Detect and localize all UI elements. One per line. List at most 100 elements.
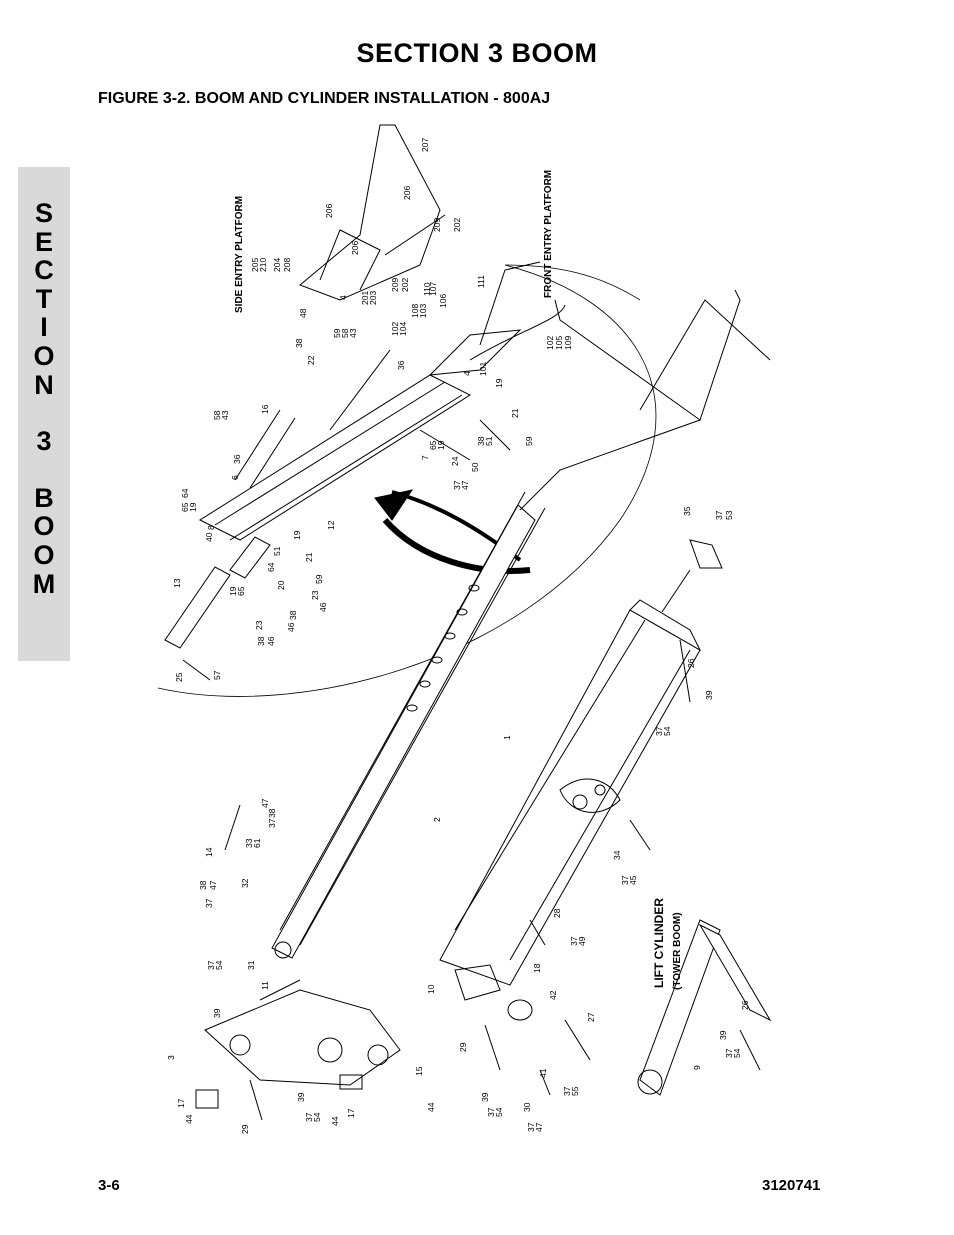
- part-number-label: 49: [577, 936, 587, 946]
- part-number-label: 37: [267, 818, 277, 828]
- section-tab-letter: O: [33, 340, 55, 371]
- part-number-label: 19: [188, 502, 198, 512]
- part-number-label: 64: [266, 562, 276, 572]
- part-number-label: 208: [282, 258, 292, 272]
- part-number-label: 10: [426, 984, 436, 994]
- part-number-label: 27: [586, 1012, 596, 1022]
- part-number-label: 42: [548, 990, 558, 1000]
- part-number-label: 37: [526, 1122, 536, 1132]
- part-number-label: 206: [350, 241, 360, 255]
- section-tab-letter: M: [32, 568, 56, 599]
- part-number-label: 106: [438, 294, 448, 308]
- part-number-label: 29: [240, 1124, 250, 1134]
- part-number-label: 44: [426, 1102, 436, 1112]
- section-tab-letter: C: [34, 255, 54, 286]
- part-number-label: 51: [272, 546, 282, 556]
- part-number-label: 105: [554, 336, 564, 350]
- figure-title: FIGURE 3-2. BOOM AND CYLINDER INSTALLATI…: [98, 90, 551, 107]
- part-number-label: 109: [563, 336, 573, 350]
- part-number-label: 206: [402, 186, 412, 200]
- part-number-label: 37: [562, 1086, 572, 1096]
- part-number-label: 54: [494, 1107, 504, 1117]
- part-number-label: 40: [204, 532, 214, 542]
- part-number-label: 35: [682, 506, 692, 516]
- document-number: 3120741: [762, 1177, 821, 1194]
- part-number-label: 8: [206, 525, 216, 530]
- part-number-label: 206: [324, 204, 334, 218]
- part-number-label: 34: [612, 850, 622, 860]
- part-number-label: 19: [494, 378, 504, 388]
- part-number-label: 3: [166, 1055, 176, 1060]
- section-tab-letter: N: [34, 369, 54, 400]
- part-number-label: 18: [532, 963, 542, 973]
- part-number-label: 9: [692, 1065, 702, 1070]
- side-entry-platform-label: SIDE ENTRY PLATFORM: [234, 196, 245, 313]
- section-tab-letter: T: [35, 283, 53, 314]
- part-number-label: 39: [480, 1092, 490, 1102]
- part-number-label: 19: [436, 440, 446, 450]
- part-number-label: 14: [204, 847, 214, 857]
- part-number-label: 65: [180, 502, 190, 512]
- part-number-label: 37: [569, 936, 579, 946]
- part-number-label: 38: [198, 880, 208, 890]
- section-tab-letter: E: [34, 226, 53, 257]
- part-number-label: 203: [368, 291, 378, 305]
- part-number-label: 59: [332, 328, 342, 338]
- part-number-label: 1: [502, 735, 512, 740]
- part-number-label: 12: [326, 520, 336, 530]
- part-number-label: 25: [174, 672, 184, 682]
- part-number-label: 19: [228, 586, 238, 596]
- part-number-label: 4: [338, 295, 348, 300]
- part-number-label: 37: [304, 1112, 314, 1122]
- part-number-label: 39: [296, 1092, 306, 1102]
- part-number-label: 54: [214, 960, 224, 970]
- part-number-label: 46: [286, 622, 296, 632]
- front-entry-platform-label: FRONT ENTRY PLATFORM: [543, 170, 554, 298]
- part-number-label: 39: [704, 690, 714, 700]
- part-number-label: 16: [260, 404, 270, 414]
- part-number-label: 207: [420, 138, 430, 152]
- part-number-label: 37: [486, 1107, 496, 1117]
- part-number-label: 108: [410, 304, 420, 318]
- part-number-label: 2: [432, 817, 442, 822]
- part-number-label: 37: [206, 960, 216, 970]
- part-number-label: 37: [654, 726, 664, 736]
- part-number-label: 37: [452, 480, 462, 490]
- part-number-label: 53: [724, 510, 734, 520]
- section-tab-letter: O: [33, 511, 55, 542]
- part-number-label: 37: [620, 875, 630, 885]
- section-tab-letter: S: [34, 198, 53, 228]
- section-tab-letter: 3: [36, 426, 52, 457]
- part-number-label: 210: [258, 258, 268, 272]
- part-number-label: 11: [260, 981, 270, 990]
- part-number-label: 54: [732, 1048, 742, 1058]
- lift-cylinder-label: LIFT CYLINDER: [652, 898, 666, 988]
- part-number-label: 15: [414, 1066, 424, 1076]
- part-number-label: 23: [310, 590, 320, 600]
- part-number-label: 21: [304, 552, 314, 562]
- part-number-label: 202: [452, 218, 462, 232]
- part-number-label: 59: [524, 436, 534, 446]
- part-number-label: 47: [534, 1122, 544, 1132]
- part-number-label: 50: [470, 462, 480, 472]
- part-number-label: 54: [662, 726, 672, 736]
- part-number-label: 111: [476, 275, 486, 288]
- part-number-label: 47: [460, 480, 470, 490]
- part-number-label: 46: [318, 602, 328, 612]
- tower-boom-label: (TOWER BOOM): [672, 912, 683, 990]
- part-number-label: 55: [570, 1086, 580, 1096]
- part-number-label: 44: [184, 1114, 194, 1124]
- part-number-label: 45: [628, 875, 638, 885]
- part-number-label: 31: [246, 960, 256, 970]
- page-number: 3-6: [98, 1177, 120, 1194]
- part-number-label: 101: [478, 362, 488, 376]
- part-number-label: 38: [256, 636, 266, 646]
- part-number-label: 65: [428, 440, 438, 450]
- part-number-label: 57: [212, 670, 222, 680]
- part-number-label: 110: [422, 282, 432, 296]
- part-number-label: 58: [340, 328, 350, 338]
- part-number-label: 4: [462, 371, 472, 376]
- section-title: SECTION 3 BOOM: [356, 38, 598, 68]
